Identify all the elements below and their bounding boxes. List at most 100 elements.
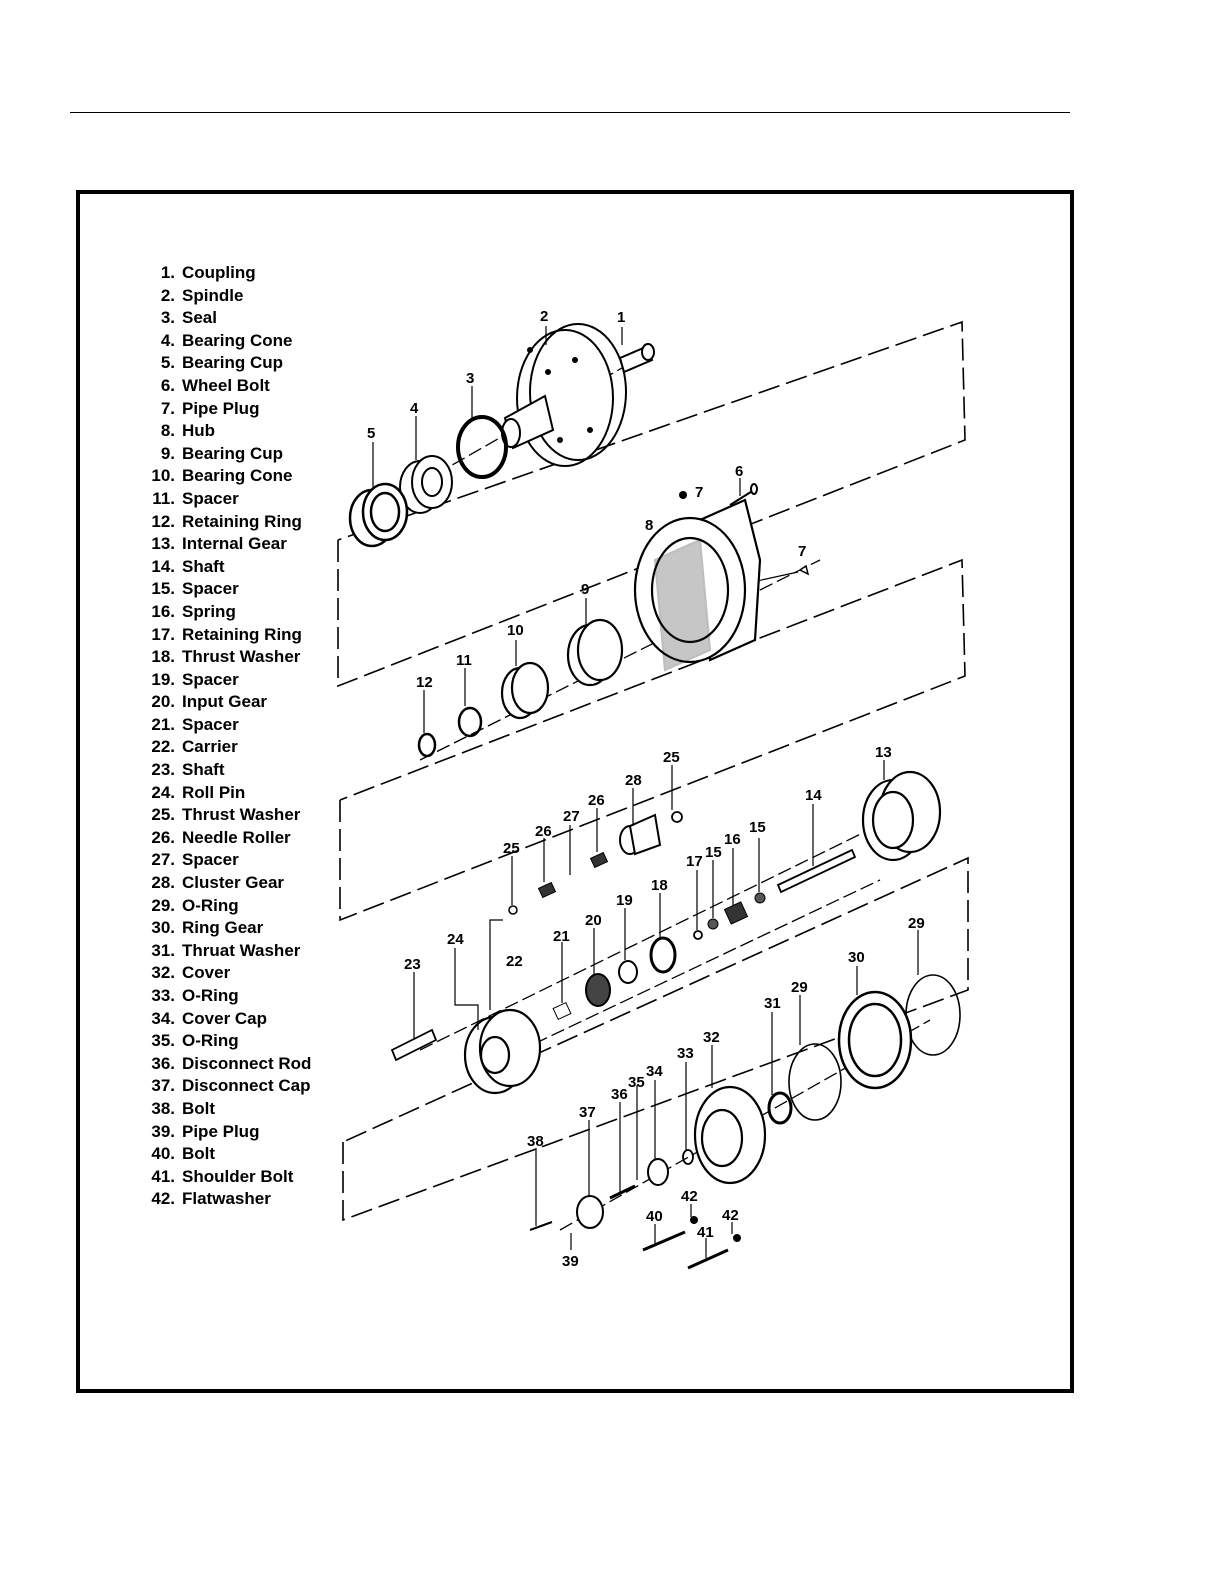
legend-item: 29.O-Ring — [151, 895, 239, 915]
legend-item: 7.Pipe Plug — [160, 398, 260, 418]
thrust-washer-part — [649, 936, 677, 974]
legend-item: 24.Roll Pin — [151, 782, 246, 802]
legend-item: 3.Seal — [160, 308, 217, 328]
callout-label: 18 — [651, 877, 668, 894]
callout-label: 32 — [703, 1029, 720, 1046]
boundary-band-1 — [337, 320, 966, 688]
legend-item: 31.Thruat Washer — [151, 940, 301, 960]
callout-label: 16 — [724, 831, 741, 848]
callout-label: 6 — [735, 463, 743, 480]
callout-label: 42 — [722, 1207, 739, 1224]
disconnect-rod-part — [609, 1184, 636, 1200]
callout-label: 14 — [805, 787, 822, 804]
callout-label: 23 — [404, 956, 421, 973]
bearing-cup-part — [566, 618, 624, 687]
spacer-ring — [457, 706, 483, 738]
retaining-ring-part — [693, 930, 703, 940]
legend-item: 40.Bolt — [151, 1144, 216, 1164]
callout-label: 5 — [367, 425, 375, 442]
legend-item: 21.Spacer — [151, 714, 239, 734]
ring-gear-part — [837, 990, 913, 1090]
legend-item: 42.Flatwasher — [151, 1189, 271, 1209]
callout-label: 1 — [617, 309, 625, 326]
flatwasher-part — [733, 1234, 741, 1242]
bearing-cone-part — [399, 455, 453, 514]
o-ring-part — [788, 1043, 842, 1121]
axis-line-4 — [499, 879, 881, 1061]
disconnect-cap-part — [576, 1195, 604, 1229]
parts-legend: 1.Coupling 2.Spindle 3.Seal 4.Bearing Co… — [138, 262, 353, 1211]
legend-item: 34.Cover Cap — [151, 1008, 268, 1028]
leader-line — [454, 948, 479, 1030]
bearing-cone-part — [500, 661, 550, 720]
legend-item: 4.Bearing Cone — [160, 330, 293, 350]
legend-item: 23.Shaft — [151, 760, 225, 780]
legend-item: 17.Retaining Ring — [151, 624, 302, 644]
callout-label: 9 — [581, 581, 589, 598]
legend-item: 33.O-Ring — [151, 986, 239, 1005]
legend-item: 19.Spacer — [151, 669, 239, 689]
legend-item: 13.Internal Gear — [151, 534, 287, 554]
legend-item: 25.Thrust Washer — [151, 805, 301, 825]
legend-item: 28.Cluster Gear — [151, 873, 285, 893]
legend-item: 39.Pipe Plug — [151, 1121, 260, 1141]
callout-label: 31 — [764, 995, 781, 1012]
callout-label: 7 — [798, 543, 806, 560]
retaining-ring — [417, 732, 437, 758]
callout-label: 7 — [695, 484, 703, 501]
bolt-part — [642, 1230, 686, 1252]
legend-item: 10.Bearing Cone — [151, 466, 293, 486]
needle-roller-part — [537, 881, 557, 899]
axis-lines — [369, 351, 931, 1231]
thrust-washer-part — [767, 1091, 793, 1125]
spacer-part — [707, 918, 719, 930]
callout-label: 25 — [503, 840, 520, 857]
input-gear-part — [585, 973, 611, 1007]
o-ring-part — [905, 974, 961, 1056]
legend-item: 15.Spacer — [151, 579, 239, 599]
callout-label: 39 — [562, 1253, 579, 1270]
callout-label: 15 — [705, 844, 722, 861]
spindle-part — [501, 323, 627, 467]
legend-item: 20.Input Gear — [151, 692, 268, 712]
flatwasher-part — [690, 1216, 698, 1224]
callout-label: 19 — [616, 892, 633, 909]
legend-item: 27.Spacer — [151, 850, 239, 870]
legend-item: 41.Shoulder Bolt — [151, 1166, 294, 1186]
legend-item: 35.O-Ring — [151, 1031, 239, 1051]
callout-label: 3 — [466, 370, 474, 387]
cover-part — [693, 1085, 767, 1185]
callout-label: 8 — [645, 517, 653, 534]
coupling-part — [618, 343, 655, 374]
bearing-cup-part — [348, 482, 409, 548]
pipe-plug-part — [679, 491, 687, 499]
callout-label: 10 — [507, 622, 524, 639]
legend-item: 6.Wheel Bolt — [160, 375, 270, 395]
callout-labels: 1 2 3 4 5 6 7 7 8 9 10 11 12 13 14 15 15… — [367, 308, 925, 1270]
callout-label: 24 — [447, 931, 464, 948]
cover-cap-part — [647, 1158, 669, 1186]
callout-label: 20 — [585, 912, 602, 929]
boundary-band-3 — [342, 856, 969, 1222]
assembly-boundaries — [337, 320, 969, 1222]
callout-label: 2 — [540, 308, 548, 325]
legend-item: 16.Spring — [151, 601, 236, 621]
legend-item: 30.Ring Gear — [151, 918, 264, 938]
legend-item: 12.Retaining Ring — [151, 511, 302, 531]
callout-label: 15 — [749, 819, 766, 836]
boundary-band-2 — [339, 558, 966, 922]
internal-gear-part — [861, 770, 942, 862]
callout-label: 13 — [875, 744, 892, 761]
callout-label: 35 — [628, 1074, 645, 1091]
callout-label: 22 — [506, 953, 523, 970]
legend-item: 18.Thrust Washer — [151, 647, 301, 667]
legend-item: 14.Shaft — [151, 556, 225, 576]
needle-roller-part — [589, 851, 609, 869]
spacer-part — [552, 1001, 572, 1021]
pipe-plug-part — [798, 564, 810, 576]
legend-item: 2.Spindle — [160, 285, 244, 305]
callout-label: 30 — [848, 949, 865, 966]
callout-label: 33 — [677, 1045, 694, 1062]
wheel-bolt-part — [729, 483, 758, 506]
legend-item: 9.Bearing Cup — [160, 443, 284, 463]
